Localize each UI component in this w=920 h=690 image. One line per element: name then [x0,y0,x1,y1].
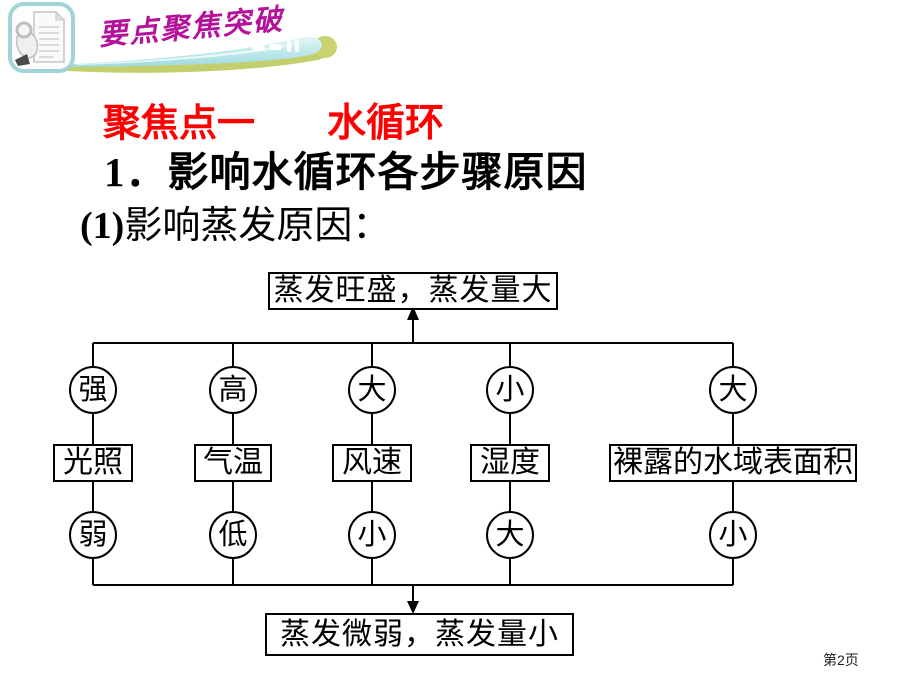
factor-weak-value: 大 [486,511,534,559]
arrow-up-icon [407,306,419,320]
factor-box-light: 光照 [53,444,133,482]
factor-box-wind-speed: 风速 [332,444,412,482]
factor-weak-value: 低 [209,511,257,559]
sub-heading-number: (1) [80,205,125,247]
factor-strong-value: 强 [69,366,117,414]
result-box-strong-evaporation: 蒸发旺盛，蒸发量大 [268,272,558,310]
factor-box-water-surface-area: 裸露的水域表面积 [609,444,857,482]
focus-point-label: 聚焦点一 [103,103,256,145]
factor-box-humidity: 湿度 [470,444,550,482]
banner-graphic [8,2,337,73]
result-box-weak-evaporation: 蒸发微弱，蒸发量小 [265,613,574,656]
factor-strong-value: 大 [348,366,396,414]
factor-weak-value: 小 [709,511,757,559]
train-swoosh-icon [68,36,337,73]
document-ok-hand-icon [8,2,75,73]
page-number: 第2页 [823,652,859,668]
factor-strong-value: 小 [486,366,534,414]
factor-weak-value: 弱 [69,511,117,559]
factor-weak-value: 小 [348,511,396,559]
arrow-down-icon [407,601,419,614]
sub-heading-text: 影响蒸发原因： [124,205,391,247]
header-banner: 要点聚焦突破 [6,2,346,82]
focus-point-topic: 水循环 [327,102,445,145]
focus-title-line: 聚焦点一 水循环 [103,92,444,148]
factor-strong-value: 大 [709,366,757,414]
sub-heading: (1)影响蒸发原因： [80,194,390,249]
factor-strong-value: 高 [209,366,257,414]
section-heading: 1．影响水循环各步骤原因 [104,149,588,195]
factor-box-temperature: 气温 [194,444,272,482]
